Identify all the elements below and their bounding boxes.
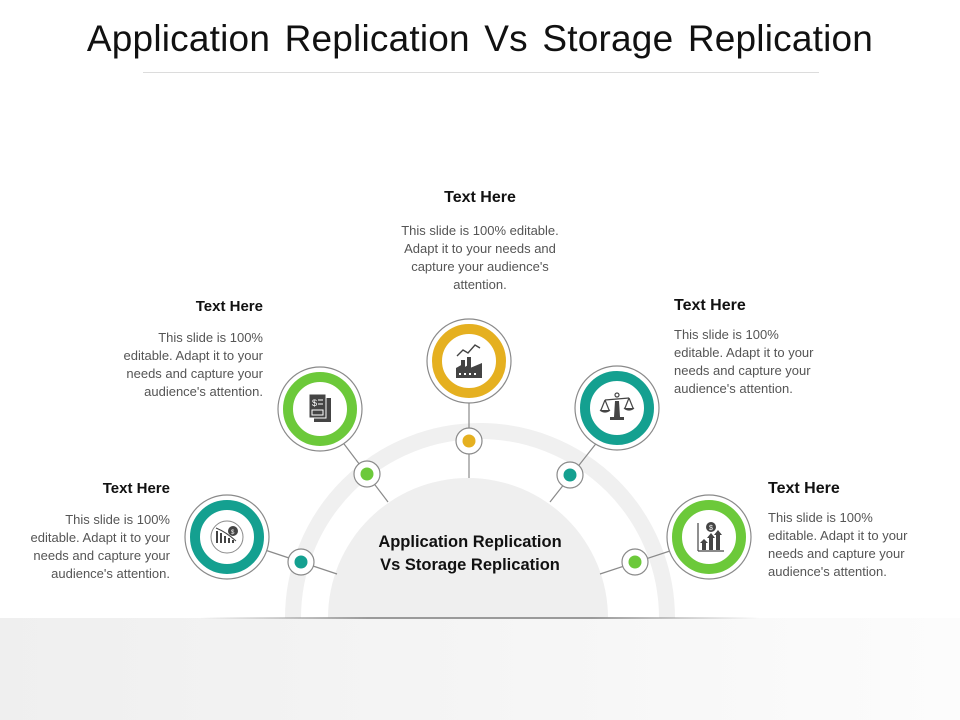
title-divider: [143, 72, 819, 73]
text-block-heading: Text Here: [768, 480, 840, 497]
center-label-line1: Application Replication: [378, 533, 562, 551]
dollar-invoice-documents-icon: $: [308, 393, 331, 422]
text-block-heading: Text Here: [674, 297, 746, 314]
text-block-body: This slide is 100% editable. Adapt it to…: [768, 510, 908, 579]
text-block-body: This slide is 100% editable. Adapt it to…: [30, 512, 170, 581]
node-dot-lower-left: [287, 548, 315, 576]
text-block-lower-left: Text Here This slide is 100% editable. A…: [20, 480, 170, 583]
factory-growth-icon: [456, 344, 482, 378]
node-dot-lower-right: [621, 548, 649, 576]
text-block-heading: Text Here: [444, 189, 516, 206]
floor-divider: [200, 617, 760, 619]
ring-node-lower-left: $: [184, 494, 270, 580]
floor-band: [0, 618, 960, 720]
text-block-body: This slide is 100% editable. Adapt it to…: [123, 330, 263, 399]
dollar-growth-chart-icon: $: [697, 522, 724, 552]
svg-text:$: $: [312, 398, 317, 408]
text-block-upper-left: Text Here This slide is 100% editable. A…: [113, 298, 263, 401]
balance-scale-icon: [599, 392, 635, 420]
outer-arc: [285, 423, 675, 619]
node-dot-upper-right: [556, 461, 584, 489]
text-block-upper-right: Text Here This slide is 100% editable. A…: [674, 297, 824, 398]
svg-text:$: $: [709, 525, 713, 532]
ring-node-lower-right: $: [666, 494, 752, 580]
declining-revenue-chart-icon: $: [210, 520, 244, 554]
svg-text:$: $: [231, 530, 235, 536]
center-label: Application Replication Vs Storage Repli…: [340, 531, 600, 577]
text-block-body: This slide is 100% editable. Adapt it to…: [674, 327, 814, 396]
text-block-top: Text Here This slide is 100% editable. A…: [400, 189, 560, 294]
hub-semicircle: [328, 478, 608, 618]
text-block-body: This slide is 100% editable. Adapt it to…: [401, 223, 559, 292]
text-block-lower-right: Text Here This slide is 100% editable. A…: [768, 480, 918, 581]
node-dot-top: [455, 427, 483, 455]
text-block-heading: Text Here: [195, 298, 263, 315]
node-dot-upper-left: [353, 460, 381, 488]
center-label-line2: Vs Storage Replication: [380, 556, 560, 574]
ring-node-top: [426, 318, 512, 404]
text-block-heading: Text Here: [102, 480, 170, 497]
slide-title: Application Replication Vs Storage Repli…: [86, 18, 874, 59]
ring-node-upper-right: [574, 365, 660, 451]
ring-node-upper-left: $: [277, 366, 363, 452]
